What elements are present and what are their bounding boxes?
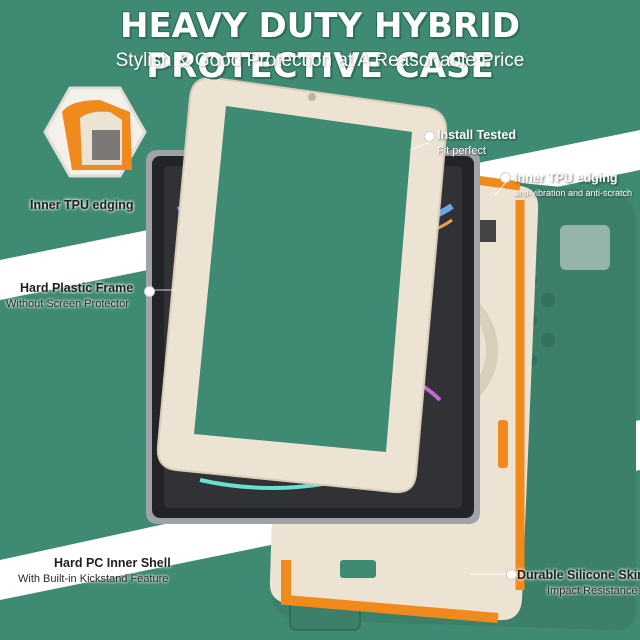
callout-hard-plastic-frame: Hard Plastic Frame Without Screen Protec… <box>6 281 133 310</box>
hard-plastic-frame <box>156 76 448 494</box>
callout-subtitle: Impact Resistance <box>547 585 638 597</box>
callout-subtitle: With Built-in Kickstand Feature <box>18 573 169 585</box>
page-title: HEAVY DUTY HYBRID PROTECTIVE CASE <box>120 6 520 86</box>
callout-title: Durable Silicone Skin <box>517 568 640 582</box>
callout-title: Inner TPU edging <box>514 171 618 185</box>
callout-title: Install Tested <box>437 128 516 142</box>
camera-cutout <box>560 225 610 270</box>
callout-title: Inner TPU edging <box>30 198 134 212</box>
callout-hard-pc-shell: Hard PC Inner Shell With Built-in Kickst… <box>18 556 171 585</box>
callout-install-tested: Install Tested Fit perfect <box>437 128 516 157</box>
callout-dot <box>500 172 511 183</box>
callout-inner-tpu-right: Inner TPU edging anti-vibration and anti… <box>514 171 632 198</box>
callout-title: Hard Plastic Frame <box>20 281 134 295</box>
callout-dot <box>506 569 517 580</box>
callout-subtitle: Without Screen Protector <box>6 298 129 310</box>
callout-inner-tpu-left: Inner TPU edging <box>30 198 133 212</box>
callout-subtitle: Fit perfect <box>437 145 486 157</box>
callout-title: Hard PC Inner Shell <box>54 556 171 570</box>
callout-durable-silicone: Durable Silicone Skin Impact Resistance <box>517 568 640 597</box>
callout-dot <box>424 131 435 142</box>
hexagon-zoom-icon <box>43 86 147 178</box>
page-subtitle: Stylish & Good Protection at A Reasonabl… <box>115 50 525 71</box>
callout-subtitle: anti-vibration and anti-scratch <box>514 188 633 198</box>
callout-dot <box>144 286 155 297</box>
